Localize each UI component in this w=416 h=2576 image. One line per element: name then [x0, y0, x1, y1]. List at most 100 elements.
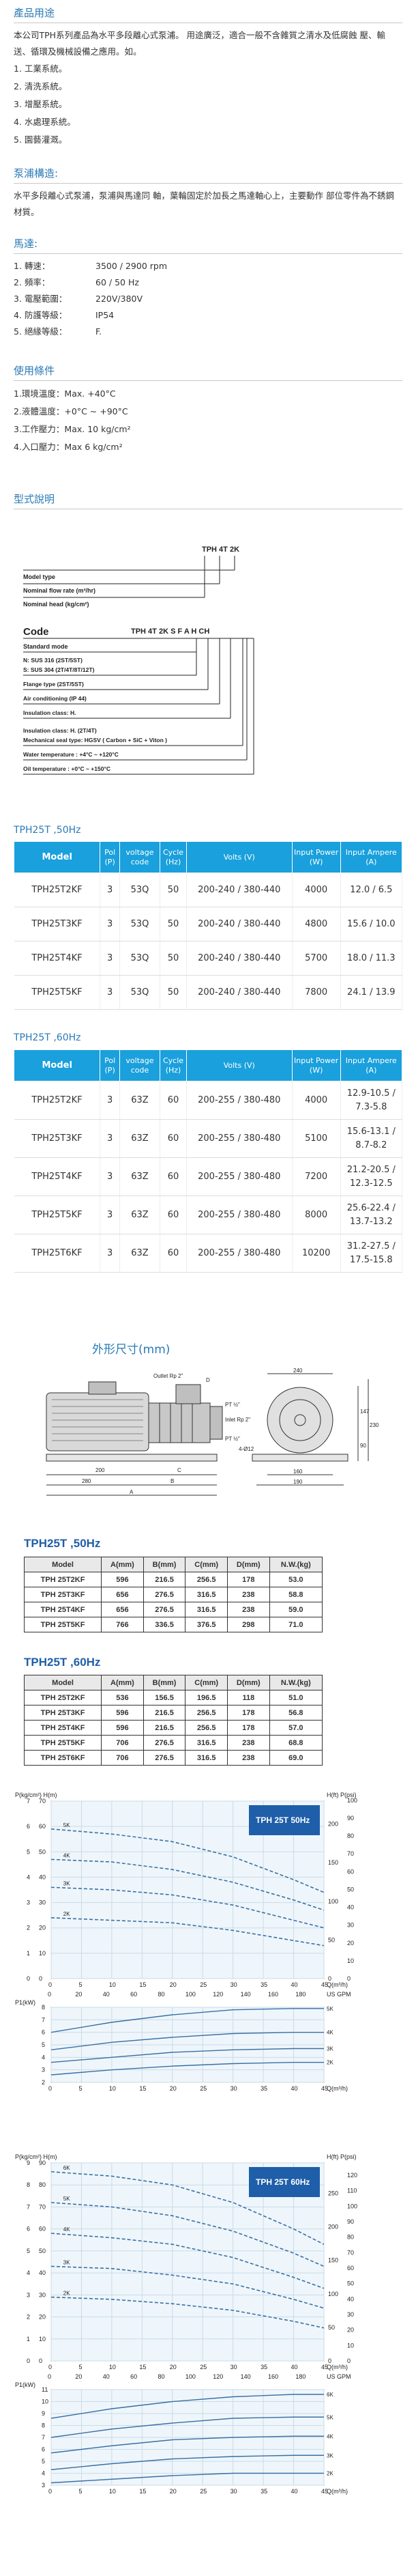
code1-text: TPH 4T 2K: [202, 546, 239, 554]
usage-title: 產品用途: [14, 7, 55, 19]
gpm-tick-label: 120: [213, 1991, 223, 1998]
flange-label: Flange type (2ST/5ST): [23, 681, 84, 688]
y-axis-label-right: H(ft) P(psi): [327, 2153, 357, 2160]
h-tick-label: 30: [39, 2291, 46, 2298]
table-cell: 8000: [292, 1195, 341, 1234]
p-tick-label: 5: [27, 1848, 30, 1855]
table-cell: 25.6-22.4 / 13.7-13.2: [340, 1195, 403, 1234]
outlet-label: Outlet Rp 2": [153, 1373, 183, 1379]
table-cell: 21.2-20.5 / 12.3-12.5: [340, 1157, 403, 1196]
dim-cell: 596: [101, 1572, 144, 1587]
psi-tick-label: 0: [347, 2358, 351, 2364]
dim-240: 240: [293, 1368, 303, 1374]
spec-value: 220V/380V: [95, 294, 143, 304]
table60-title: TPH25T ,60Hz: [14, 1032, 81, 1043]
dim-160: 160: [293, 1469, 303, 1475]
dim-header: C(mm): [185, 1675, 228, 1690]
table-cell: 200-240 / 380-440: [186, 873, 293, 907]
table-cell: 60: [160, 1234, 187, 1273]
table-header: Cycle (Hz): [160, 841, 187, 873]
h-tick-label: 70: [39, 1798, 46, 1804]
x-tick-label: 45: [321, 2364, 328, 2370]
power-curve-2K: [50, 2061, 324, 2076]
dim-cell: 536: [101, 1690, 144, 1705]
dim-cell: TPH 25T3KF: [23, 1587, 102, 1602]
table-header: Input Ampere (A): [340, 841, 403, 873]
gpm-tick-label: 0: [48, 1991, 51, 1998]
gpm-tick-label: 20: [75, 1991, 82, 1998]
chart-title-box: [249, 2167, 320, 2197]
power-x-tick: 5: [78, 2085, 82, 2092]
h-tick-label: 40: [39, 2269, 46, 2276]
oil-temp-label: Oil temperature : +0°C ~ +150°C: [23, 765, 110, 772]
p-tick-label: 3: [27, 2291, 30, 2298]
power-y-tick: 10: [42, 2398, 48, 2405]
power-x-tick: 25: [200, 2488, 207, 2495]
table-cell: TPH25T2KF: [14, 1081, 101, 1120]
table-cell: 10200: [292, 1234, 341, 1273]
x-tick-label: 40: [291, 1981, 298, 1988]
psi-tick-label: 10: [347, 2342, 354, 2349]
power-y-tick: 8: [42, 2422, 45, 2429]
dim-90: 90: [360, 1443, 366, 1449]
table-cell: 4000: [292, 873, 341, 907]
table-cell: 12.0 / 6.5: [340, 873, 403, 907]
condition-item: 2.液體溫度：+0°C ~ +90°C: [14, 406, 128, 416]
dim-cell: 156.5: [143, 1690, 186, 1705]
power-curve-4K: [50, 2031, 324, 2051]
table-cell: 63Z: [119, 1119, 161, 1158]
table-cell: TPH25T5KF: [14, 1195, 101, 1234]
table-cell: TPH25T3KF: [14, 1119, 101, 1158]
series-label: 4K: [63, 2226, 70, 2233]
h-tick-label: 50: [39, 2248, 46, 2254]
gpm-tick-label: 140: [241, 2373, 251, 2380]
dim-d: D: [206, 1377, 210, 1383]
x-tick-label: 25: [200, 2364, 207, 2370]
gpm-tick-label: 80: [158, 2373, 165, 2380]
dim-cell: 238: [227, 1602, 270, 1617]
power-curve-4K: [50, 2435, 324, 2454]
power-y-tick: 7: [42, 2016, 45, 2023]
mech-seal-label: Mechanical seal type: HGSV ( Carbon + Si…: [23, 737, 167, 744]
power-y-tick: 3: [42, 2067, 45, 2073]
h-tick-label: 40: [39, 1873, 46, 1880]
dim-cell: TPH 25T6KF: [23, 1750, 102, 1766]
x-tick-label: 5: [78, 1981, 82, 1988]
dim-cell: 316.5: [185, 1735, 228, 1751]
dim-280: 280: [82, 1478, 91, 1484]
dim-cell: 256.5: [185, 1720, 228, 1736]
power-series-label: 3K: [327, 2046, 333, 2052]
power-series-label: 3K: [327, 2452, 333, 2459]
dim50-title: TPH25T ,50Hz: [24, 1537, 101, 1550]
dim-header: A(mm): [101, 1557, 144, 1572]
s-line-label: S: SUS 304 (2T/4T/8T/12T): [23, 666, 95, 673]
psi-tick-label: 110: [347, 2188, 357, 2194]
x-tick-label: 20: [170, 2364, 177, 2370]
table-cell: 7200: [292, 1157, 341, 1196]
ft-tick-label: 50: [328, 1936, 335, 1943]
model-code-diagram: TPH 4T 2K Model type Nominal flow rate (…: [23, 546, 254, 775]
dim-cell: 178: [227, 1572, 270, 1587]
p-tick-label: 6: [27, 1823, 30, 1830]
h-tick-label: 80: [39, 2181, 46, 2188]
motor-spec-row: 5. 絕緣等級：F.: [14, 324, 402, 340]
gpm-tick-label: 100: [185, 2373, 196, 2380]
table-cell: 3: [100, 975, 120, 1010]
h-tick-label: 50: [39, 1848, 46, 1855]
spec-key: 4. 防護等級：: [14, 310, 68, 320]
table-cell: 200-255 / 380-480: [186, 1157, 293, 1196]
motor-spec-row: 2. 頻率：60 / 50 Hz: [14, 274, 402, 291]
power-y-tick: 4: [42, 2470, 45, 2477]
power-y-tick: 9: [42, 2410, 45, 2417]
dim-cell: 656: [101, 1602, 144, 1617]
power-x-tick: 0: [48, 2488, 52, 2495]
x-tick-label: 30: [231, 2364, 237, 2370]
h-tick-label: 10: [39, 2336, 46, 2343]
x-tick-label: 0: [48, 1981, 52, 1988]
p-tick-label: 0: [27, 2358, 30, 2364]
